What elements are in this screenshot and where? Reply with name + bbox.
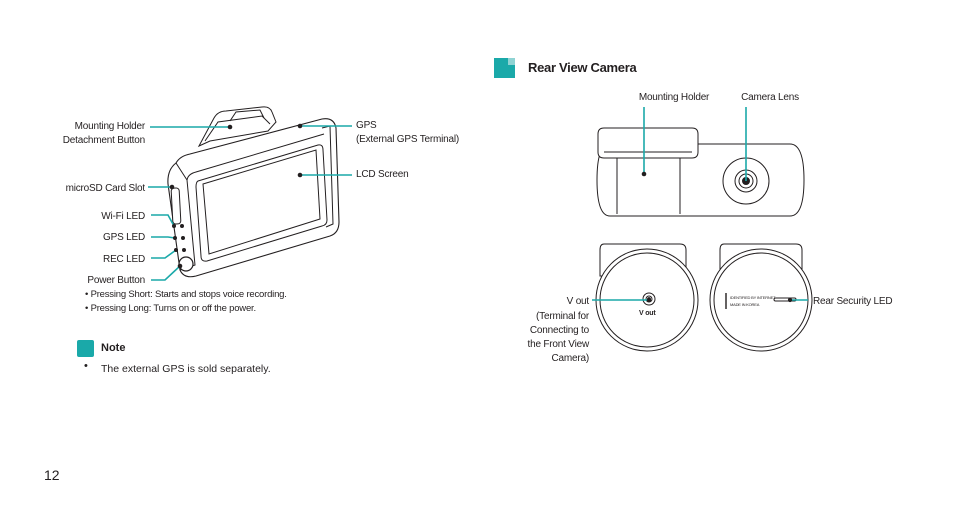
label-wifi-led: Wi-Fi LED bbox=[101, 211, 145, 222]
label-rec-led: REC LED bbox=[103, 254, 145, 265]
vout-device-marking: V out bbox=[639, 310, 656, 317]
device-print-line-1: IDENTIFIED BY INTERNET bbox=[730, 295, 776, 300]
rear-camera-front-illustration bbox=[595, 243, 699, 352]
label-mount-detach-2: Detachment Button bbox=[62, 135, 145, 146]
label-rear-mounting-holder: Mounting Holder bbox=[638, 92, 710, 103]
rear-camera-side-illustration bbox=[596, 127, 805, 217]
label-vout-4: the Front View bbox=[527, 339, 590, 350]
note-text: The external GPS is sold separately. bbox=[101, 363, 271, 375]
front-leader-dots bbox=[169, 123, 303, 269]
label-power-button: Power Button bbox=[87, 275, 145, 286]
section-title: Rear View Camera bbox=[528, 60, 637, 75]
label-vout-5: Camera) bbox=[551, 353, 590, 364]
front-camera-illustration bbox=[167, 106, 340, 278]
label-gps-1: GPS bbox=[356, 120, 377, 131]
section-marker-icon bbox=[494, 58, 515, 78]
rear-camera-back-illustration bbox=[709, 243, 813, 352]
rear-leader-dots bbox=[641, 171, 793, 303]
label-lcd: LCD Screen bbox=[356, 169, 409, 180]
label-microsd: microSD Card Slot bbox=[65, 183, 146, 194]
label-vout-3: Connecting to bbox=[529, 325, 589, 336]
label-gps-2: (External GPS Terminal) bbox=[356, 134, 460, 145]
label-mount-detach-1: Mounting Holder bbox=[74, 121, 146, 132]
label-vout-1: V out bbox=[566, 296, 590, 307]
page-number: 12 bbox=[44, 467, 60, 483]
label-power-long: • Pressing Long: Turns on or off the pow… bbox=[85, 303, 256, 314]
note-check-icon bbox=[77, 340, 94, 357]
label-rear-security-led: Rear Security LED bbox=[813, 296, 893, 307]
label-power-short: • Pressing Short: Starts and stops voice… bbox=[85, 289, 287, 300]
label-camera-lens: Camera Lens bbox=[741, 92, 799, 103]
front-leader-lines bbox=[148, 125, 352, 281]
label-vout-2: (Terminal for bbox=[536, 311, 589, 322]
rear-leader-lines bbox=[592, 107, 808, 301]
device-print-line-2: MADE IN KOREA bbox=[730, 302, 760, 307]
label-gps-led: GPS LED bbox=[103, 232, 145, 243]
note-title: Note bbox=[101, 342, 126, 354]
note-bullet: • bbox=[84, 360, 88, 372]
